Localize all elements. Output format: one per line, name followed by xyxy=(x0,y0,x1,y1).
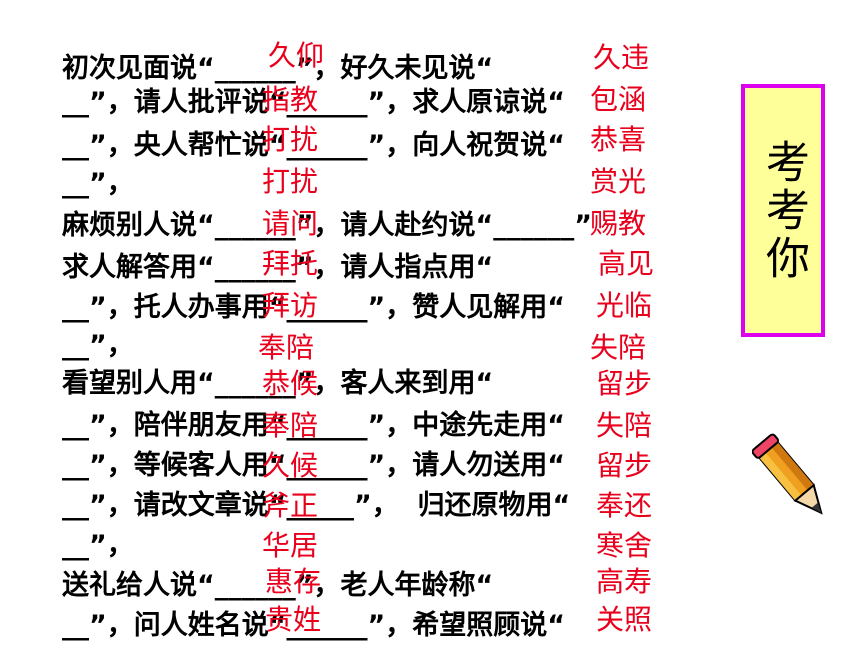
worksheet-line-12: __”，请改文章说“_____”， 归还原物用“ xyxy=(62,490,571,521)
pencil-icon xyxy=(752,433,823,515)
answer-right-9: 留步 xyxy=(596,367,653,400)
worksheet-line-9: 看望别人用“______”，客人来到用“ xyxy=(62,368,494,399)
worksheet-line-3: __”，央人帮忙说“______”，向人祝贺说“ xyxy=(62,130,565,161)
answer-left-10: 奉陪 xyxy=(262,409,319,442)
answer-left-9: 恭候 xyxy=(262,367,319,400)
answer-right-5: 赐教 xyxy=(590,207,647,240)
worksheet-line-4: __”， xyxy=(62,168,134,199)
worksheet-line-2: __”，请人批评说“______”，求人原谅说“ xyxy=(62,87,565,118)
answer-left-13: 华居 xyxy=(262,529,319,562)
answer-left-5: 请问 xyxy=(262,207,319,240)
answer-right-11: 留步 xyxy=(596,449,653,482)
answer-right-15: 关照 xyxy=(596,603,653,636)
answer-right-13: 寒舍 xyxy=(596,529,653,562)
answer-left-4: 打扰 xyxy=(262,165,319,198)
quiz-title: 考考你 xyxy=(758,138,809,283)
worksheet-line-7: __”，托人办事用“______”，赞人见解用“ xyxy=(62,292,565,323)
answer-right-2: 包涵 xyxy=(590,83,647,116)
answer-left-6: 拜托 xyxy=(262,247,319,280)
answer-left-11: 久候 xyxy=(262,449,319,482)
answer-right-4: 赏光 xyxy=(590,165,647,198)
answer-left-2: 指教 xyxy=(262,83,319,116)
worksheet-line-6: 求人解答用“______”，请人指点用“ xyxy=(62,252,494,283)
worksheet-line-11: __”，等候客人用“______”，请人勿送用“ xyxy=(62,450,565,481)
worksheet-line-14: 送礼给人说“______”，老人年龄称“ xyxy=(62,570,494,601)
answer-left-8: 奉陪 xyxy=(258,331,315,364)
worksheet-line-13: __”， xyxy=(62,530,134,561)
worksheet-line-1: 初次见面说“______”，好久未见说“ xyxy=(62,53,494,84)
worksheet-line-8: __”， xyxy=(62,330,134,361)
answer-left-3: 打扰 xyxy=(262,123,319,156)
worksheet-line-5: 麻烦别人说“______”，请人赴约说“______” xyxy=(62,210,592,241)
answer-right-10: 失陪 xyxy=(596,409,653,442)
answer-left-15: 贵姓 xyxy=(265,603,322,636)
worksheet-line-10: __”，陪伴朋友用“______”，中途先走用“ xyxy=(62,410,565,441)
answer-left-12: 斧正 xyxy=(262,489,319,522)
answer-right-7: 光临 xyxy=(596,289,653,322)
answer-right-6: 高见 xyxy=(598,247,655,280)
worksheet-line-15: __”，问人姓名说“______”，希望照顾说“ xyxy=(62,610,565,641)
answer-left-14: 惠存 xyxy=(265,565,322,598)
answer-left-7: 拜访 xyxy=(262,289,319,322)
answer-left-1: 久仰 xyxy=(268,39,325,72)
answer-right-8: 失陪 xyxy=(590,331,647,364)
quiz-title-panel: 考考你 xyxy=(741,84,825,337)
answer-right-14: 高寿 xyxy=(596,565,653,598)
answer-right-1: 久违 xyxy=(593,41,650,74)
answer-right-3: 恭喜 xyxy=(590,123,647,156)
answer-right-12: 奉还 xyxy=(596,489,653,522)
